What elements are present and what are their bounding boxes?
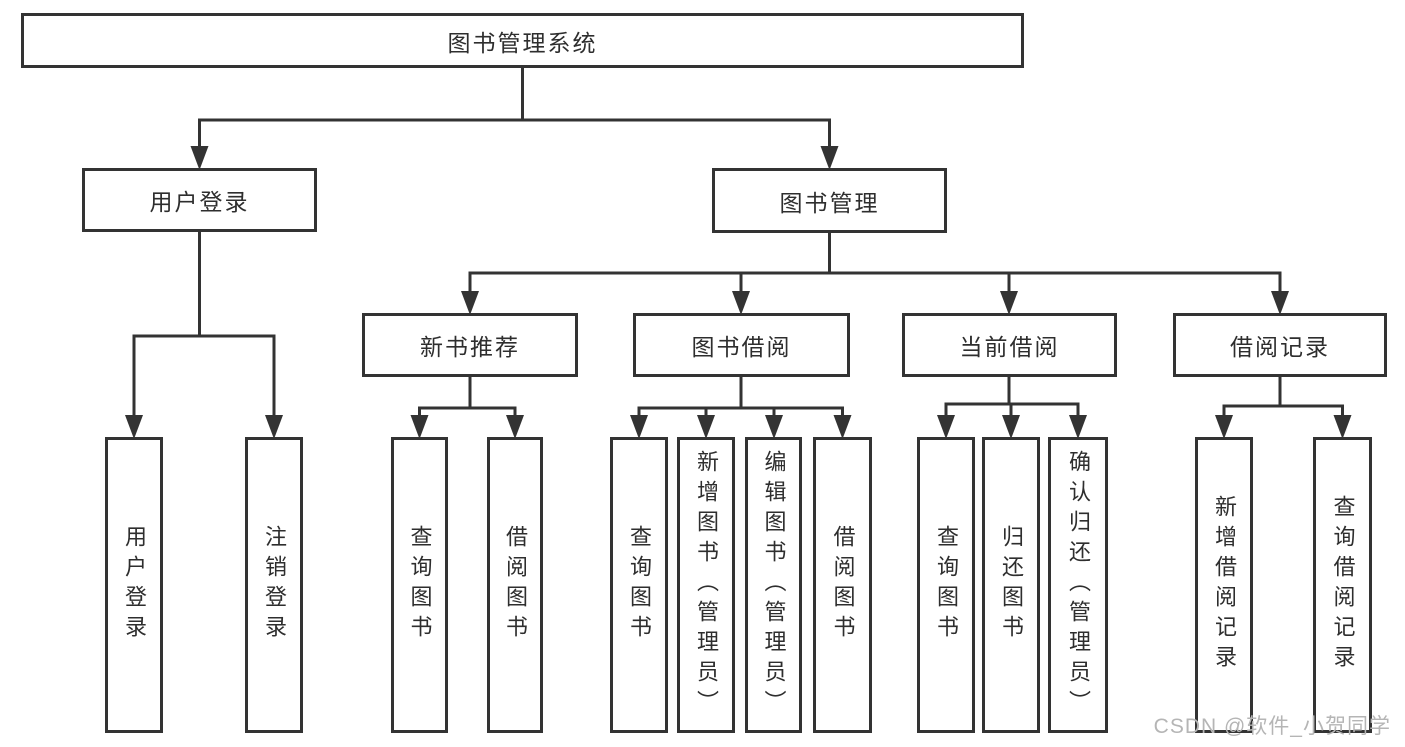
leaf-query-book-2: 查询图书 xyxy=(610,437,668,733)
node-borrow-records: 借阅记录 xyxy=(1173,313,1387,377)
leaf-query-borrow-record-label: 查询借阅记录 xyxy=(1330,495,1356,675)
leaf-return-book-label: 归还图书 xyxy=(999,525,1024,645)
leaf-borrow-book-1: 借阅图书 xyxy=(487,437,543,733)
leaf-logout: 注销登录 xyxy=(245,437,303,733)
leaf-edit-book-admin: 编辑图书（管理员） xyxy=(745,437,802,733)
leaf-query-book-2-label: 查询图书 xyxy=(627,525,652,645)
node-root: 图书管理系统 xyxy=(21,13,1024,68)
leaf-add-borrow-record-label: 新增借阅记录 xyxy=(1212,495,1237,675)
csdn-watermark: CSDN @软件_小贺同学 xyxy=(1153,715,1391,738)
leaf-add-book-admin-label: 新增图书（管理员） xyxy=(694,450,719,720)
node-user-login: 用户登录 xyxy=(82,168,317,232)
leaf-confirm-return-admin: 确认归还（管理员） xyxy=(1048,437,1108,733)
leaf-return-book: 归还图书 xyxy=(982,437,1040,733)
leaf-query-borrow-record: 查询借阅记录 xyxy=(1313,437,1372,733)
leaf-borrow-book-2: 借阅图书 xyxy=(813,437,872,733)
leaf-logout-label: 注销登录 xyxy=(262,525,287,645)
leaf-user-login-label: 用户登录 xyxy=(122,525,147,645)
leaf-user-login: 用户登录 xyxy=(105,437,163,733)
node-new-book-recommend: 新书推荐 xyxy=(362,313,578,377)
node-current-borrow: 当前借阅 xyxy=(902,313,1117,377)
leaf-query-book-3-label: 查询图书 xyxy=(934,525,959,645)
leaf-query-book-1-label: 查询图书 xyxy=(407,525,433,645)
leaf-confirm-return-admin-label: 确认归还（管理员） xyxy=(1066,450,1091,720)
node-book-management: 图书管理 xyxy=(712,168,947,233)
leaf-edit-book-admin-label: 编辑图书（管理员） xyxy=(761,450,787,720)
leaf-borrow-book-1-label: 借阅图书 xyxy=(503,525,528,645)
leaf-query-book-3: 查询图书 xyxy=(917,437,975,733)
leaf-borrow-book-2-label: 借阅图书 xyxy=(830,525,856,645)
leaf-query-book-1: 查询图书 xyxy=(391,437,448,733)
leaf-add-borrow-record: 新增借阅记录 xyxy=(1195,437,1253,733)
leaf-add-book-admin: 新增图书（管理员） xyxy=(677,437,735,733)
node-book-borrow: 图书借阅 xyxy=(633,313,850,377)
